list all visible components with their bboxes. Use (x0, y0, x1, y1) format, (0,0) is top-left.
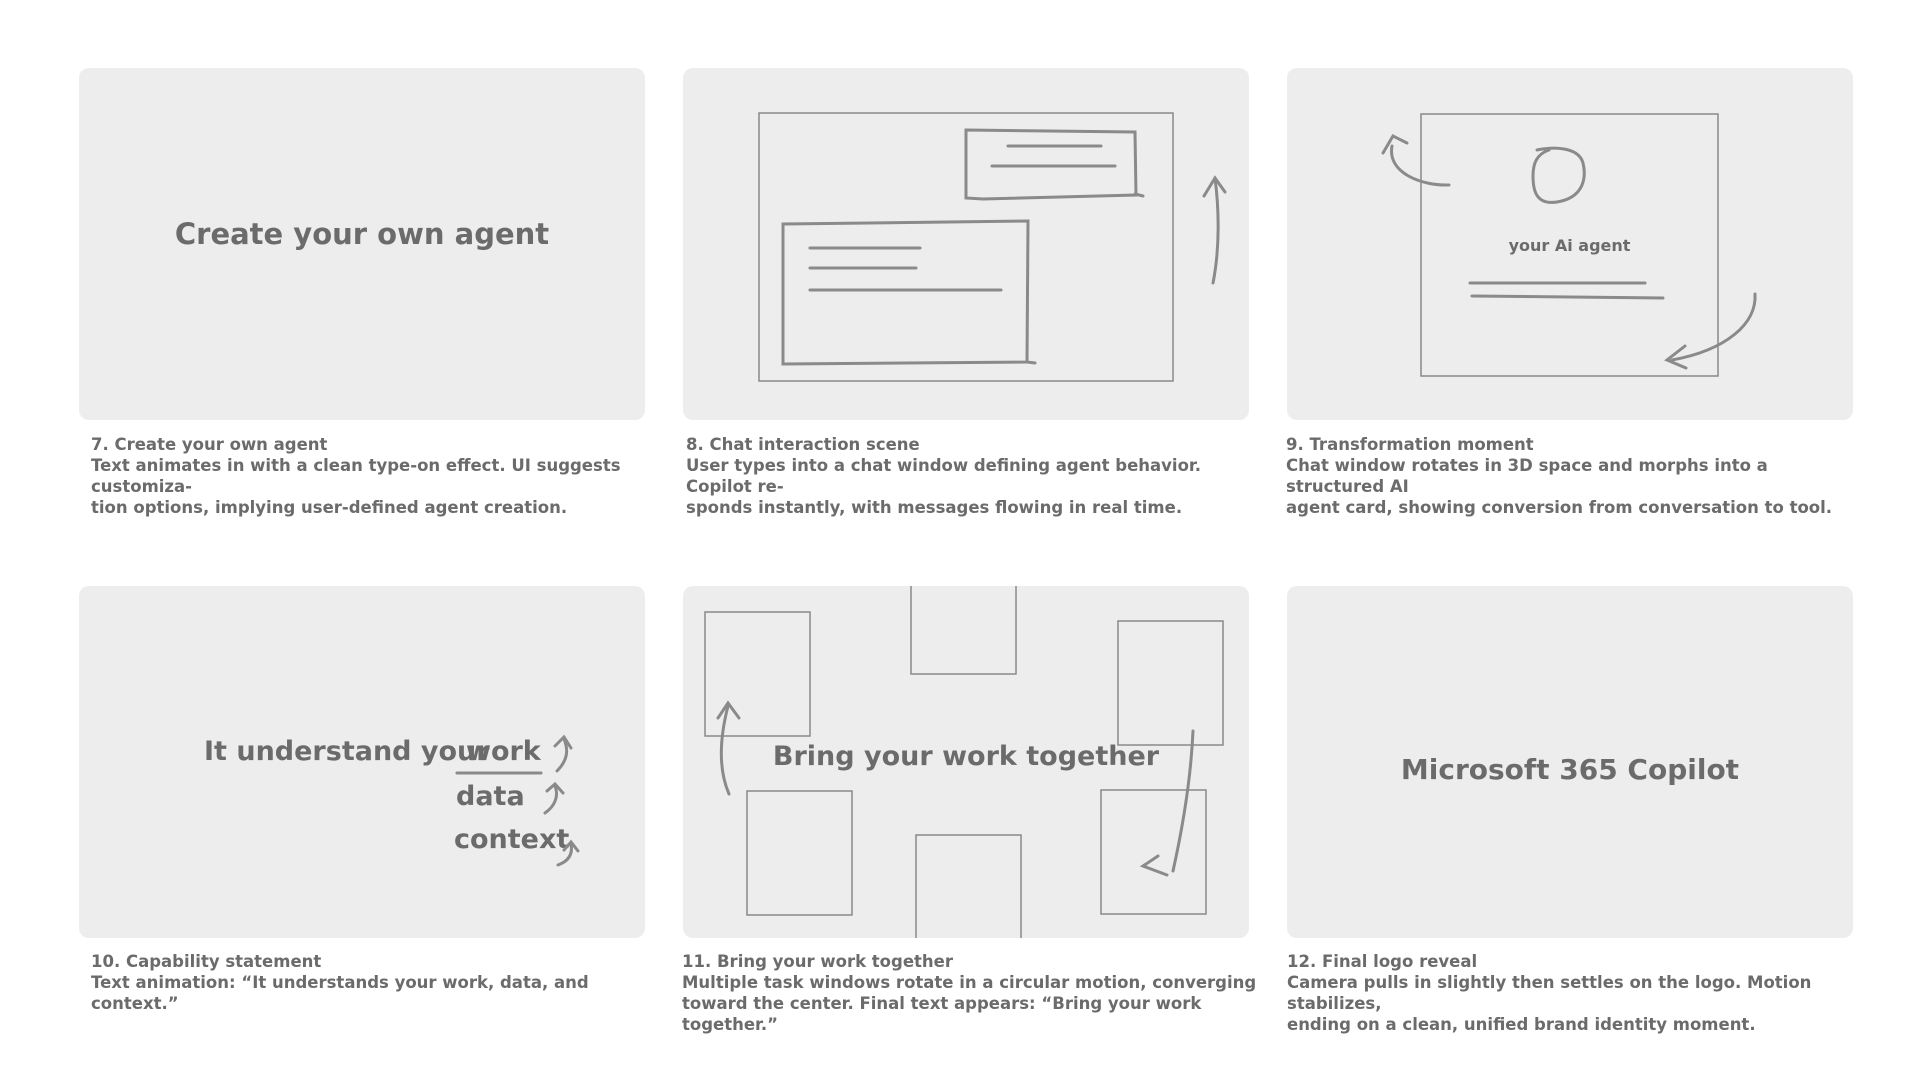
caption-line: Multiple task windows rotate in a circul… (682, 973, 1257, 992)
caption-title: 10. Capability statement (91, 952, 322, 971)
reply-bubble (964, 128, 1138, 201)
caption-8: 8. Chat interaction scene User types int… (686, 434, 1266, 518)
agent-avatar (1531, 146, 1586, 204)
agent-card-sketch (1381, 113, 1757, 377)
caption-12: 12. Final logo reveal Camera pulls in sl… (1287, 951, 1867, 1035)
caption-line: Camera pulls in slightly then settles on… (1287, 973, 1812, 1013)
task-window (704, 611, 811, 737)
task-window (1117, 620, 1224, 746)
user-chat-window (781, 219, 1030, 366)
task-window (915, 834, 1022, 938)
caption-title: 8. Chat interaction scene (686, 435, 920, 454)
agent-card-label: your Ai agent (1508, 236, 1631, 255)
task-window (1100, 789, 1207, 915)
orbit-arrow-right (1171, 729, 1195, 873)
rotate-arrow-right (1670, 292, 1757, 362)
storyboard-frame-8 (683, 68, 1249, 420)
storyboard-frame-7: Create your own agent (79, 68, 645, 420)
arrow-context (556, 842, 573, 867)
agent-card-frame (1420, 113, 1719, 377)
task-window (746, 790, 853, 916)
storyboard-frame-10: It understand your work data context (79, 586, 645, 938)
caption-title: 7. Create your own agent (91, 435, 328, 454)
storyboard-frame-12: Microsoft 365 Copilot (1287, 586, 1853, 938)
card-line (1470, 294, 1665, 300)
capability-arrows (455, 734, 580, 867)
capability-word-context: context (454, 824, 570, 855)
orbit-arrow-left (719, 704, 731, 796)
storyboard-frame-9: your Ai agent (1287, 68, 1853, 420)
bring-work-together-text: Bring your work together (772, 741, 1160, 772)
caption-line: tion options, implying user-defined agen… (91, 498, 568, 517)
rotate-arrow-left (1390, 144, 1451, 187)
caption-line: ending on a clean, unified brand identit… (1287, 1015, 1756, 1034)
caption-title: 9. Transformation moment (1286, 435, 1534, 454)
final-logo-text: Microsoft 365 Copilot (1400, 753, 1740, 786)
chat-window-sketch (758, 112, 1227, 382)
outer-screen-frame (758, 112, 1174, 382)
storyboard-frame-11: Bring your work together (683, 586, 1249, 938)
up-arrow (1211, 176, 1220, 285)
capability-word-data: data (456, 781, 525, 812)
caption-title: 12. Final logo reveal (1287, 952, 1478, 971)
caption-10: 10. Capability statement Text animation:… (91, 951, 671, 1014)
caption-11: 11. Bring your work together Multiple ta… (682, 951, 1262, 1035)
caption-line: agent card, showing conversion from conv… (1286, 498, 1833, 517)
arrow-work (555, 737, 569, 773)
scene-title-create-agent: Create your own agent (174, 217, 550, 251)
caption-line: toward the center. Final text appears: “… (682, 994, 1202, 1034)
caption-line: User types into a chat window defining a… (686, 456, 1201, 496)
caption-7: 7. Create your own agent Text animates i… (91, 434, 671, 518)
caption-9: 9. Transformation moment Chat window rot… (1286, 434, 1866, 518)
caption-line: Chat window rotates in 3D space and morp… (1286, 456, 1768, 496)
caption-title: 11. Bring your work together (682, 952, 953, 971)
task-windows-sketch (704, 586, 1224, 938)
caption-line: Text animation: “It understands your wor… (91, 973, 589, 1013)
capability-word-work: work (466, 736, 541, 767)
task-window (910, 586, 1017, 675)
caption-line: Text animates in with a clean type-on ef… (91, 456, 621, 496)
capability-statement: It understand your (204, 736, 490, 767)
arrow-data (543, 784, 559, 815)
caption-line: sponds instantly, with messages flowing … (686, 498, 1183, 517)
